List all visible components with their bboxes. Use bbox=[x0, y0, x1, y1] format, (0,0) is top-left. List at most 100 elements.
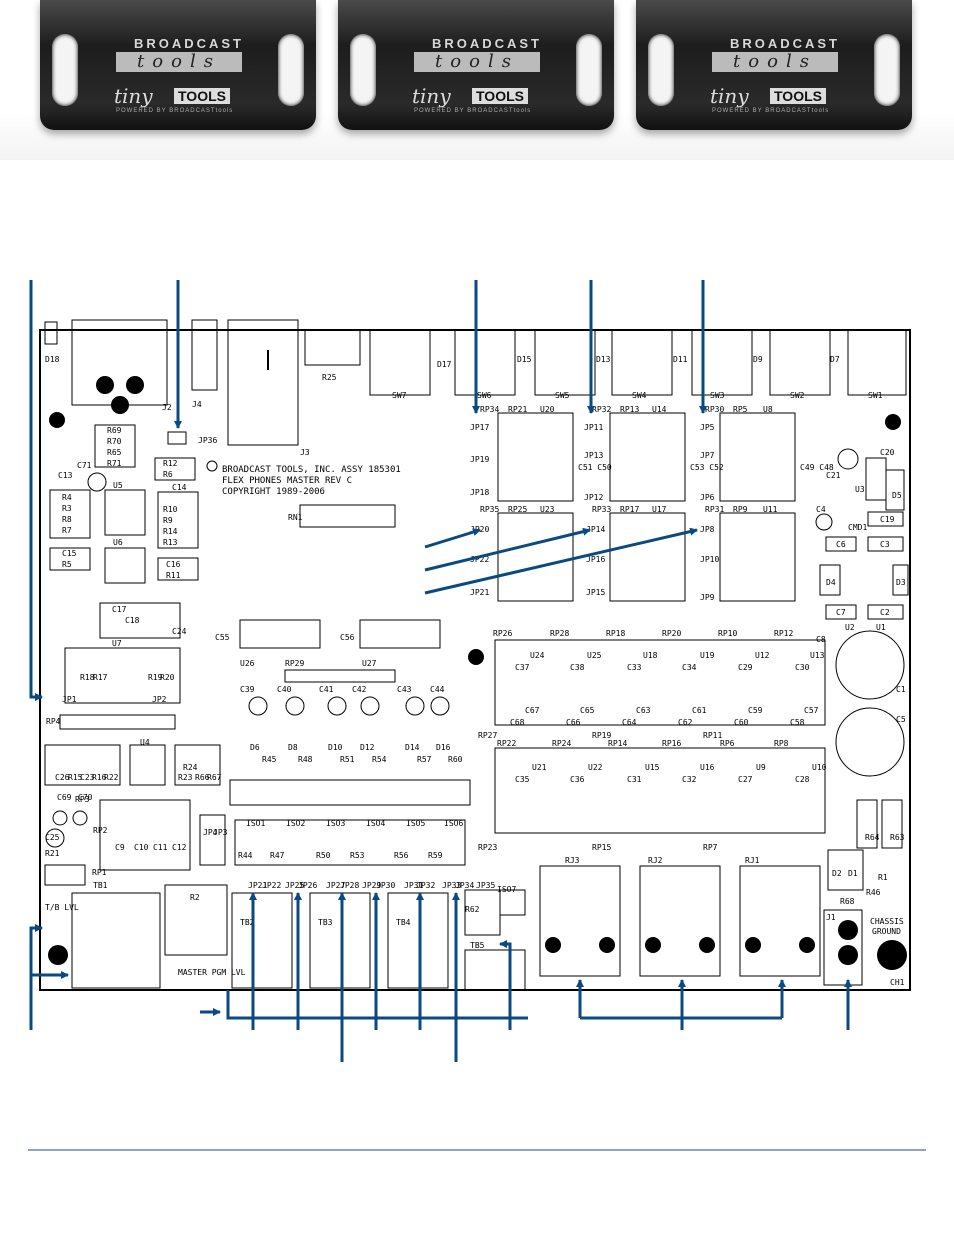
label-jp33: JP33 bbox=[442, 881, 461, 890]
label-c6: C6 bbox=[836, 540, 846, 549]
mid-components: U26 U27 RP29 C55 C56 bbox=[215, 619, 471, 866]
label-jp8: JP8 bbox=[700, 525, 715, 534]
left-components bbox=[44, 412, 396, 965]
logo-powered: POWERED BY BROADCASTtools bbox=[414, 108, 532, 114]
label-jp30: JP30 bbox=[376, 881, 395, 890]
label-r15: R15 bbox=[68, 773, 83, 782]
label-u: U15 bbox=[645, 763, 660, 772]
label-rp: RP26 bbox=[493, 629, 512, 638]
label-rp31: RP31 bbox=[705, 505, 724, 514]
label-iso1: ISO1 bbox=[246, 819, 265, 828]
right-components: C20 C21 U3 D5 C4 CMD1 C19 C6 C3 D4 D3 C7… bbox=[468, 414, 909, 987]
logo-brand: BROADCAST bbox=[729, 36, 840, 51]
logo-tiny: tiny bbox=[710, 84, 749, 108]
label-jp21b: JP21 bbox=[248, 881, 267, 890]
silkscreen-line: FLEX PHONES MASTER REV C bbox=[222, 476, 352, 486]
footer-divider bbox=[28, 1149, 926, 1151]
label-iso7: ISO7 bbox=[497, 885, 516, 894]
label-d8: D8 bbox=[288, 743, 298, 752]
amp-row-2: RP22 RP24 RP14 RP16 RP6 RP8 U21 U22 U15 … bbox=[494, 739, 827, 834]
label-master-pgm: MASTER PGM LVL bbox=[178, 968, 246, 977]
label-u7: U7 bbox=[112, 639, 122, 648]
label-r54: R54 bbox=[372, 755, 387, 764]
label-r44: R44 bbox=[238, 851, 253, 860]
label-jp5: JP5 bbox=[700, 423, 715, 432]
label-c12: C12 bbox=[172, 843, 187, 852]
label-r14: R14 bbox=[163, 527, 178, 536]
slot-right bbox=[576, 34, 602, 106]
label-j3: J3 bbox=[300, 448, 310, 457]
label-d12: D12 bbox=[360, 743, 375, 752]
label-r2: R2 bbox=[190, 893, 200, 902]
label-c18: C18 bbox=[125, 616, 140, 625]
slot-right bbox=[874, 34, 900, 106]
label-rp4: RP4 bbox=[46, 717, 61, 726]
label-d10: D10 bbox=[328, 743, 343, 752]
mid-diodes: D6 R45 D8 R48 D10 R51 D12 R54 D14 R57 D1… bbox=[250, 743, 463, 764]
label-t-b-lvl: T/B LVL bbox=[45, 903, 79, 912]
label-u8: U8 bbox=[763, 405, 773, 414]
label-rp: RP20 bbox=[662, 629, 681, 638]
label-caps: C51 C50 bbox=[578, 463, 612, 472]
label-rp11: RP11 bbox=[703, 731, 722, 740]
label-c65: C65 bbox=[580, 706, 595, 715]
rj-jacks: RJ3 RJ2 RJ1 bbox=[539, 856, 821, 977]
label-jp15: JP15 bbox=[586, 588, 605, 597]
label-rp9: RP9 bbox=[733, 505, 748, 514]
label-jp32: JP32 bbox=[416, 881, 435, 890]
label-r10: R10 bbox=[163, 505, 178, 514]
label-jp1: JP1 bbox=[62, 695, 77, 704]
label-sw7: SW7 bbox=[392, 391, 407, 400]
label-c10: C10 bbox=[134, 843, 149, 852]
label-rp19: RP19 bbox=[592, 731, 611, 740]
label-r22: R22 bbox=[104, 773, 119, 782]
callout-arrow-jp20 bbox=[424, 528, 481, 549]
logo-powered: POWERED BY BROADCASTtools bbox=[712, 108, 830, 114]
label-r13: R13 bbox=[163, 538, 178, 547]
label-u: U22 bbox=[588, 763, 603, 772]
label-c7: C7 bbox=[836, 608, 846, 617]
label-c70: C70 bbox=[78, 793, 93, 802]
label-c62: C62 bbox=[678, 718, 693, 727]
label-r68: R68 bbox=[840, 897, 855, 906]
logo-powered: POWERED BY BROADCASTtools bbox=[116, 108, 234, 114]
label-jp9: JP9 bbox=[700, 593, 715, 602]
label-r47: R47 bbox=[270, 851, 285, 860]
top-labels: D18 J2 J4 J3 R25 D17 D15 D13 D11 D9 D7 S… bbox=[45, 355, 883, 457]
label-u: U13 bbox=[810, 651, 825, 660]
label-d9: D9 bbox=[753, 355, 763, 364]
label-c57: C57 bbox=[804, 706, 819, 715]
label-c1: C1 bbox=[896, 685, 906, 694]
label-u: U24 bbox=[530, 651, 545, 660]
label-ch1: CH1 bbox=[890, 978, 905, 987]
label-r25: R25 bbox=[322, 373, 337, 382]
label-jp16: JP16 bbox=[586, 555, 605, 564]
slot-left bbox=[350, 34, 376, 106]
label-r18: R18 bbox=[80, 673, 95, 682]
label-rp3: RP3 bbox=[75, 795, 90, 804]
label-c60: C60 bbox=[734, 718, 749, 727]
label-rn1: RN1 bbox=[288, 513, 303, 522]
label-c: C35 bbox=[515, 775, 530, 784]
label-jp10: JP10 bbox=[700, 555, 719, 564]
label-jp14: JP14 bbox=[586, 525, 605, 534]
brand-logo: BROADCAST tools tiny TOOLS POWERED BY BR… bbox=[338, 0, 614, 130]
label-jp3: JP3 bbox=[213, 828, 228, 837]
label-c16: C16 bbox=[166, 560, 181, 569]
side-rp-labels: RP27 RP23 RP19 RP15 RP11 RP7 bbox=[478, 731, 722, 852]
logo-tools: tools bbox=[414, 52, 540, 72]
label-u20: U20 bbox=[540, 405, 555, 414]
label-c39: C39 bbox=[240, 685, 255, 694]
label-jp29: JP29 bbox=[362, 881, 381, 890]
label-rp: RP18 bbox=[606, 629, 625, 638]
label-chassis: CHASSIS bbox=[870, 917, 904, 926]
mixer-group: RP30 RP5 U8 JP5 JP7 JP6 RP31 RP9 U11 JP8… bbox=[700, 405, 834, 602]
label-jp35: JP35 bbox=[476, 881, 495, 890]
label-r7: R7 bbox=[62, 526, 72, 535]
label-rp17: RP17 bbox=[620, 505, 639, 514]
label-jp18: JP18 bbox=[470, 488, 489, 497]
callout-arrow-tb5 bbox=[499, 940, 512, 1030]
label-r5: R5 bbox=[62, 560, 72, 569]
label-jp2: JP2 bbox=[152, 695, 167, 704]
label-sw6: SW6 bbox=[477, 391, 492, 400]
